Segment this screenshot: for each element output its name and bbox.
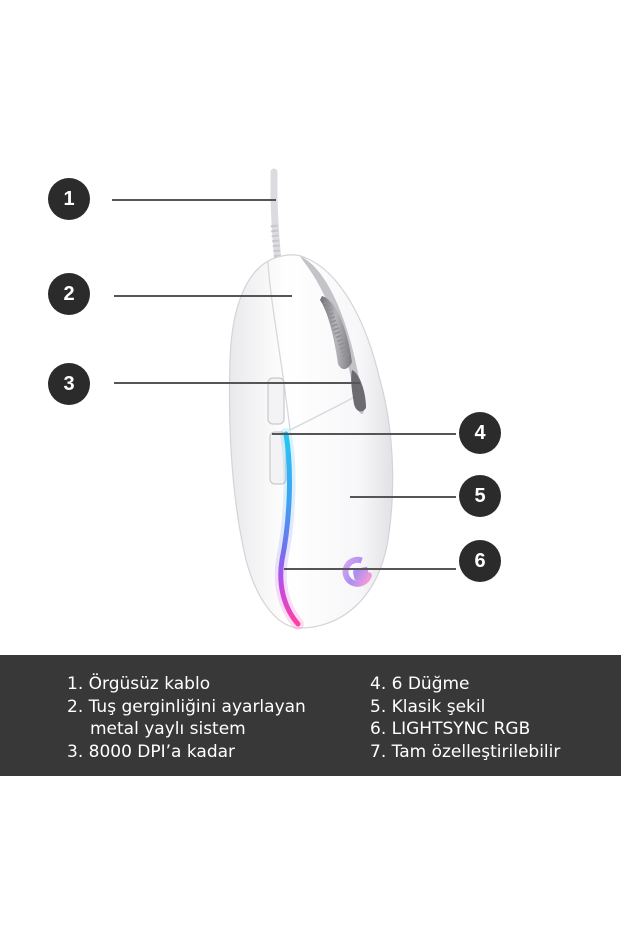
cable	[270, 168, 282, 266]
feature-2-continued: metal yaylı sistem	[90, 719, 246, 739]
feature-2: 2. Tuş gerginliğini ayarlayan	[67, 696, 306, 717]
feature-7: 7. Tam özelleştirilebilir	[370, 741, 561, 762]
leader-line-2	[114, 295, 292, 297]
leader-line-3	[114, 382, 360, 384]
callout-2: 2	[48, 273, 90, 315]
product-illustration: 1 2 3 4 5 6	[48, 168, 501, 630]
feature-3: 3. 8000 DPI’a kadar	[67, 741, 236, 762]
leader-line-1	[112, 199, 276, 201]
features-panel: 1. Örgüsüz kablo 2. Tuş gerginliğini aya…	[0, 655, 621, 776]
callout-3: 3	[48, 363, 90, 405]
feature-6: 6. LIGHTSYNC RGB	[370, 719, 531, 739]
feature-5: 5. Klasik şekil	[370, 696, 486, 717]
leader-line-6	[284, 568, 456, 570]
feature-4: 4. 6 Düğme	[370, 674, 470, 694]
leader-line-5	[350, 496, 456, 498]
callout-1: 1	[48, 178, 90, 220]
mouse-image	[228, 168, 394, 630]
callout-5: 5	[459, 475, 501, 517]
features-right-column: 4. 6 Düğme 5. Klasik şekil 6. LIGHTSYNC …	[370, 673, 560, 763]
features-left-column: 1. Örgüsüz kablo 2. Tuş gerginliğini aya…	[67, 673, 306, 763]
callout-4: 4	[459, 412, 501, 454]
feature-1: 1. Örgüsüz kablo	[67, 674, 211, 694]
callout-6: 6	[459, 540, 501, 582]
logitech-g-logo	[342, 556, 372, 587]
dpi-button	[351, 370, 366, 412]
side-button-front	[267, 377, 285, 425]
leader-line-4	[272, 433, 456, 435]
